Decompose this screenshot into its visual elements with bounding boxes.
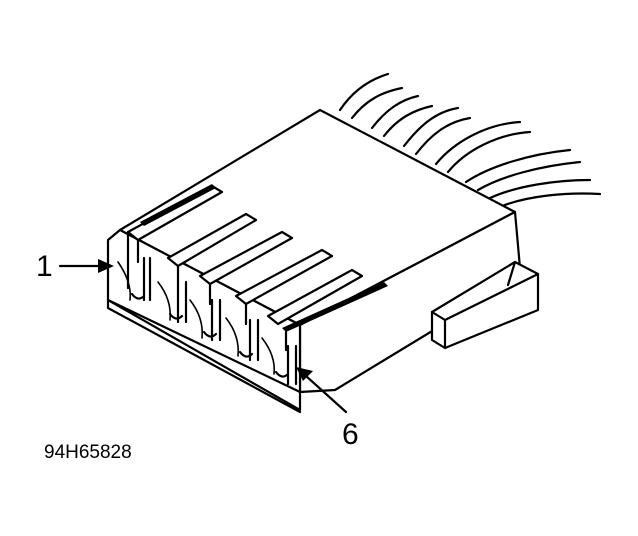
terminal-cavity xyxy=(126,184,224,302)
terminal-cavity xyxy=(266,268,388,386)
terminal-cavity xyxy=(234,248,334,362)
figure-code: 94H65828 xyxy=(44,442,132,463)
callout-6-leader xyxy=(304,374,348,414)
callout-6-arrowhead xyxy=(296,367,313,381)
callout-1: 1 xyxy=(36,250,114,283)
terminal-cavity xyxy=(198,230,294,342)
locking-tab xyxy=(430,260,540,350)
callout-1-label: 1 xyxy=(36,250,53,283)
wire-bundle xyxy=(338,72,602,208)
terminal-cavities xyxy=(117,184,388,386)
callout-6-label: 6 xyxy=(342,418,359,451)
callout-6: 6 xyxy=(296,367,359,451)
callout-1-arrowhead xyxy=(98,259,114,273)
terminal-cavity xyxy=(166,212,258,324)
